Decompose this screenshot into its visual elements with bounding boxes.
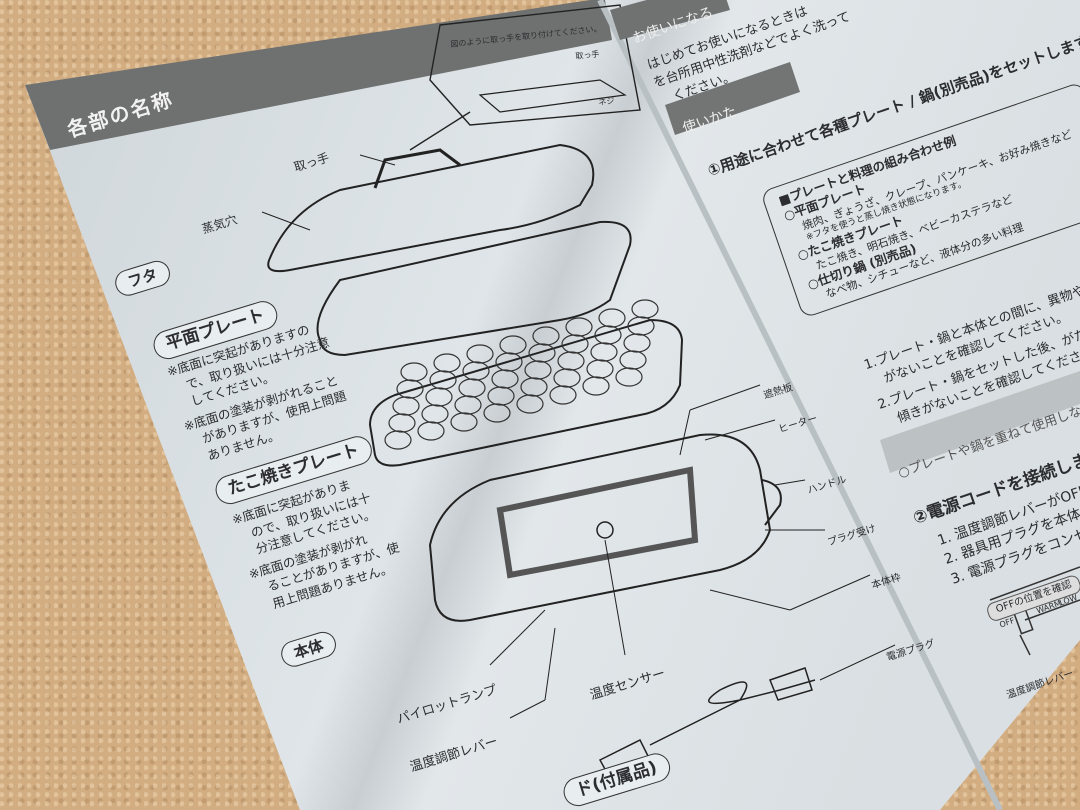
callout-frame	[429, 4, 641, 126]
temp-sensor	[596, 521, 614, 539]
callout-screw-label: ネジ	[598, 96, 615, 107]
spine	[597, 0, 1003, 810]
takoyaki-hole	[598, 308, 626, 328]
main-body	[428, 433, 772, 622]
power-plug	[769, 667, 813, 701]
before-use-band	[610, 0, 730, 40]
flat-plate	[316, 220, 632, 357]
takoyaki-hole	[400, 362, 428, 382]
takoyaki-hole	[433, 353, 461, 373]
grill-diagram	[261, 4, 896, 784]
header-band	[25, 0, 612, 150]
power-cord	[649, 679, 816, 746]
takoyaki-hole	[565, 317, 593, 337]
takoyaki-plate	[368, 318, 684, 467]
takoyaki-holes	[384, 299, 659, 450]
paper	[25, 0, 1080, 810]
takoyaki-hole	[532, 326, 560, 346]
takoyaki-hole	[631, 299, 659, 319]
heater	[496, 466, 699, 579]
leader-lines	[261, 154, 896, 719]
takoyaki-hole	[466, 344, 494, 364]
usage-band	[665, 62, 800, 135]
takoyaki-hole	[499, 335, 527, 355]
lid-handle	[373, 148, 461, 189]
warning-band	[880, 371, 1080, 473]
lid	[267, 143, 595, 273]
